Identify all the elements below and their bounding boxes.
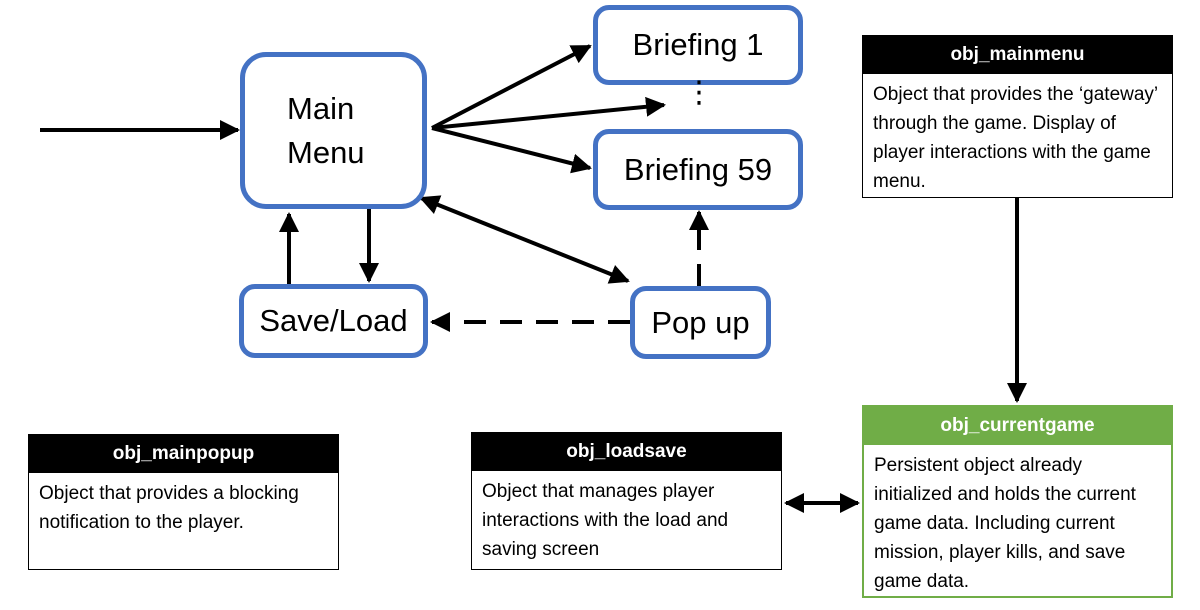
obj-mainpopup-title: obj_mainpopup (29, 435, 338, 473)
obj-currentgame-title: obj_currentgame (864, 407, 1171, 445)
pop-up-label: Pop up (651, 304, 750, 340)
ellipsis-vertical: ⋮ (684, 76, 714, 109)
briefing-1-label: Briefing 1 (632, 27, 764, 63)
obj-mainpopup-description: Object that provides a blocking notifica… (39, 483, 299, 533)
briefing-1-node: Briefing 1 (593, 5, 803, 85)
main-menu-node: Main Menu (240, 52, 427, 209)
obj-mainmenu-description: Object that provides the ‘gateway’ throu… (873, 84, 1158, 192)
obj-currentgame-card: obj_currentgame Persistent object alread… (862, 405, 1173, 598)
arrow-mainmenu-to-ellipsis (431, 96, 666, 130)
obj-mainmenu-title: obj_mainmenu (863, 36, 1172, 74)
obj-loadsave-card: obj_loadsave Object that manages player … (471, 432, 782, 570)
main-menu-label: Main Menu (287, 91, 365, 170)
arrow-mainmenu-to-briefing59 (431, 126, 592, 174)
arrow-mainmenu-popup-bidirectional (419, 195, 630, 284)
obj-mainmenu-card: obj_mainmenu Object that provides the ‘g… (862, 35, 1173, 198)
arrow-mainmenu-to-briefing1 (431, 44, 592, 130)
briefing-59-label: Briefing 59 (623, 151, 773, 187)
obj-loadsave-title: obj_loadsave (472, 433, 781, 471)
obj-loadsave-description: Object that manages player interactions … (482, 481, 729, 560)
briefing-59-node: Briefing 59 (593, 129, 803, 210)
obj-mainpopup-card: obj_mainpopup Object that provides a blo… (28, 434, 339, 570)
save-load-label: Save/Load (259, 303, 408, 339)
save-load-node: Save/Load (239, 284, 428, 358)
obj-currentgame-description: Persistent object already initialized an… (874, 455, 1136, 592)
pop-up-node: Pop up (630, 286, 771, 359)
